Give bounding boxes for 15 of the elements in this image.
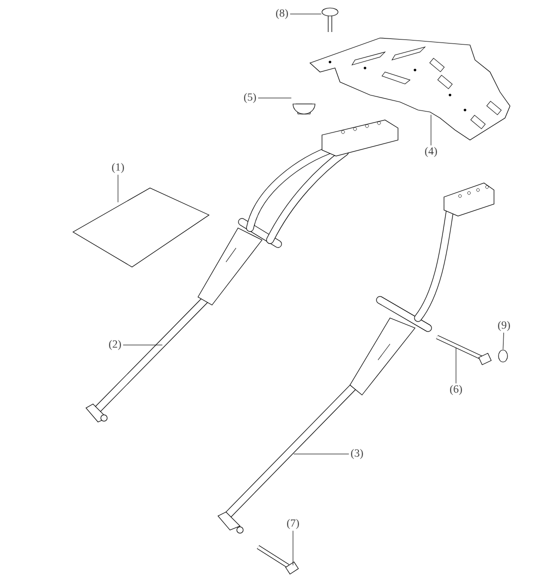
cap-drawing bbox=[292, 104, 316, 114]
bolt-drawing bbox=[256, 545, 299, 574]
callout-number: (8) bbox=[276, 9, 288, 19]
washer-drawing bbox=[498, 350, 508, 362]
leader-line bbox=[430, 114, 432, 146]
leader-line bbox=[502, 332, 504, 350]
right-stay-drawing bbox=[218, 182, 494, 534]
leader-line bbox=[122, 344, 163, 346]
leader-line bbox=[292, 530, 294, 566]
callout-number: (9) bbox=[498, 321, 510, 331]
callout-number: (5) bbox=[244, 93, 256, 103]
bolt-drawing bbox=[436, 335, 492, 366]
callout-number: (4) bbox=[425, 147, 437, 157]
screw-drawing bbox=[322, 8, 338, 32]
left-stay-drawing bbox=[86, 120, 398, 422]
